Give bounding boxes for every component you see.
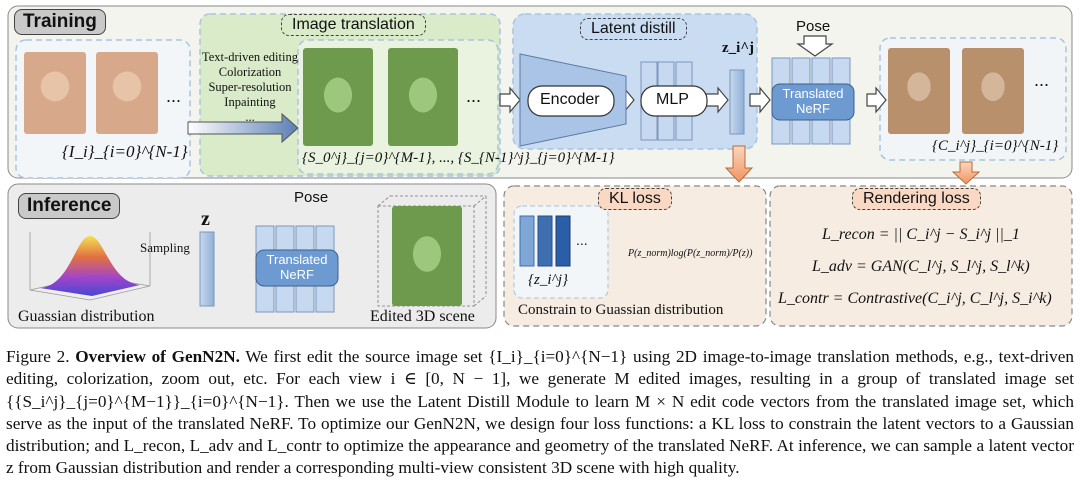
gaussian-surface (29, 232, 151, 301)
kl-arrow (724, 145, 754, 183)
rendering-loss-panel (769, 185, 1073, 327)
sampling-label: Sampling (140, 240, 190, 255)
figure-label: Figure 2. (6, 347, 70, 366)
inference-latent-bar (199, 231, 215, 307)
latent-distill-title: Latent distill (580, 18, 687, 40)
rendered-label: {C_i^j}_{i=0}^{N-1} (932, 138, 1059, 154)
method-super-resolution: Super-resolution (208, 80, 292, 94)
image-translation-title: Image translation (281, 14, 426, 36)
input-images-label: {I_i}_{i=0}^{N-1} (62, 142, 188, 161)
encoder-block (527, 85, 615, 117)
method-text-driven: Text-driven editing (202, 50, 298, 64)
input-photo-2 (96, 52, 158, 134)
pose-label-inference: Pose (294, 189, 329, 206)
nerf-block-inference (255, 249, 339, 287)
translation-arrow (187, 112, 299, 144)
ellipsis-inputs: ... (166, 86, 182, 106)
rendered-photo-1 (888, 48, 950, 134)
figure-caption: Figure 2. Overview of GenN2N. We first e… (6, 346, 1074, 480)
translation-methods: Text-driven editing Colorization Super-r… (202, 50, 298, 125)
nerf-label-training: Translated NeRF (782, 86, 844, 116)
mlp-label: MLP (656, 91, 689, 108)
translated-photo-1 (303, 48, 373, 146)
kl-latent-stack-label: {z_i^j} (528, 272, 568, 288)
input-photo-1 (24, 52, 86, 134)
rendering-loss-title: Rendering loss (852, 188, 981, 210)
nerf-label-inference: Translated NeRF (266, 252, 328, 282)
mlp-block (640, 85, 708, 117)
latent-bar (729, 69, 745, 135)
encoder-label: Encoder (540, 91, 600, 108)
kl-formula: P(z_norm)log(P(z_norm)/P(z)) (628, 248, 753, 259)
ellipsis-translated: ... (466, 86, 482, 106)
pose-label-training: Pose (796, 18, 831, 35)
training-tag: Training (14, 9, 106, 35)
loss-adv: L_adv = GAN(C_l^j, S_l^j, S_l^k) (812, 258, 1030, 275)
edited-scene-photo (392, 206, 462, 306)
gaussian-distribution-label: Guassian distribution (18, 308, 155, 325)
inference-tag: Inference (18, 193, 121, 219)
method-colorization: Colorization (218, 65, 282, 79)
loss-recon: L_recon = || C_i^j − S_i^j ||_1 (822, 226, 1020, 243)
render-arrow (951, 161, 981, 185)
inference-panel (7, 183, 497, 329)
kl-loss-title: KL loss (598, 188, 672, 210)
kl-ellipsis: ... (576, 232, 588, 248)
figure-caption-text: We first edit the source image set {I_i}… (6, 347, 1075, 478)
edited-scene-label: Edited 3D scene (370, 308, 475, 325)
loss-contr: L_contr = Contrastive(C_i^j, C_l^j, S_i^… (778, 290, 1052, 307)
translated-set-label: {S_0^j}_{j=0}^{M-1}, ..., {S_{N-1}^j}_{j… (302, 150, 615, 166)
method-inpainting: Inpainting (224, 95, 276, 109)
kl-caption: Constrain to Guassian distribution (518, 302, 724, 318)
method-more: ... (245, 110, 255, 124)
latent-label: z_i^j (722, 40, 755, 56)
rendered-photo-2 (962, 48, 1024, 134)
nerf-block-training (771, 83, 855, 121)
inference-z-label: z (201, 208, 210, 230)
translated-photo-2 (388, 48, 458, 146)
ellipsis-rendered: ... (1034, 70, 1050, 90)
figure-title: Overview of GenN2N. (75, 347, 240, 366)
